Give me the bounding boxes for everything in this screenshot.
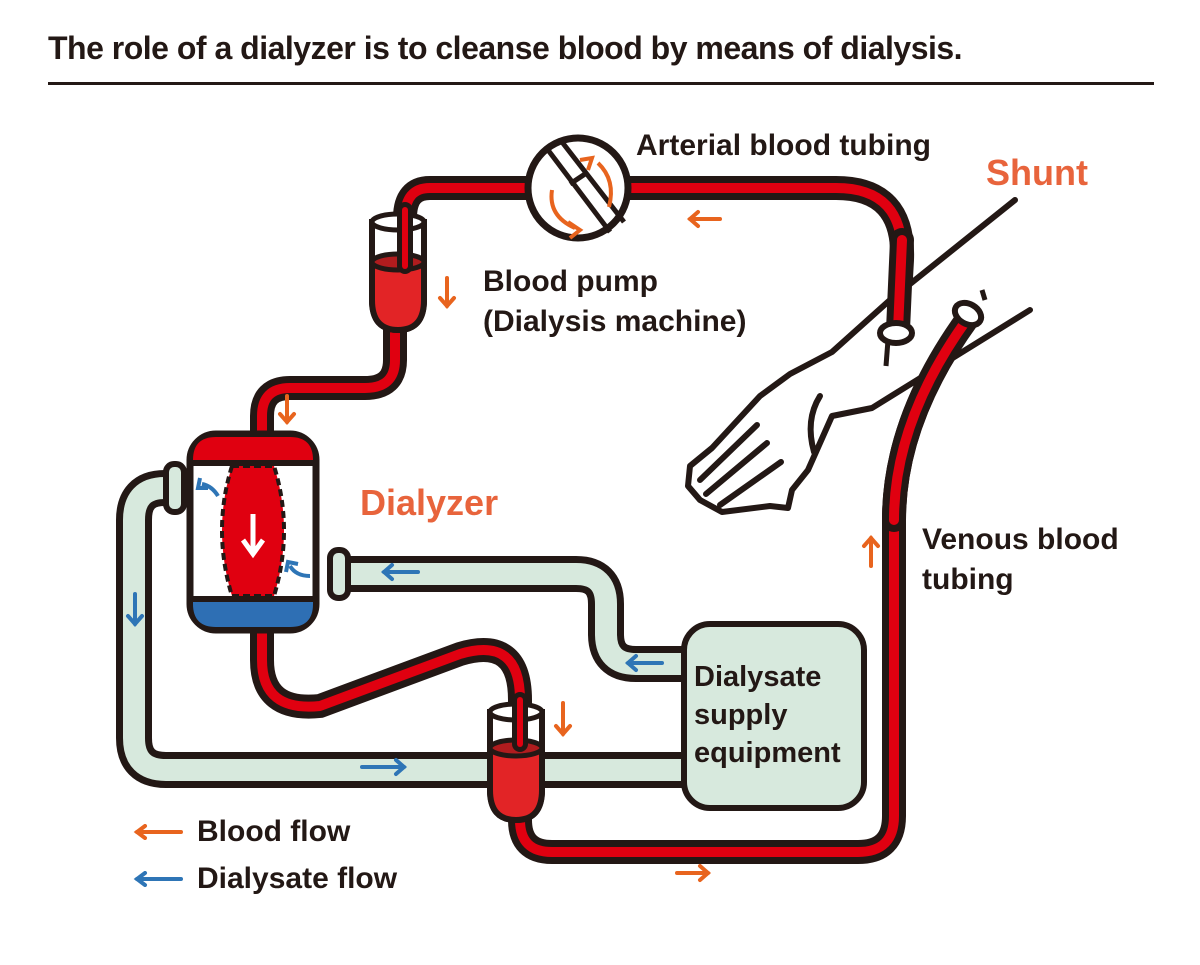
arrow-down-icon	[126, 592, 144, 628]
dialysate-flow-arrows	[126, 563, 664, 776]
arrow-right-icon	[360, 758, 408, 776]
finger-line	[703, 440, 770, 497]
arterial-needle	[877, 320, 915, 367]
dialysate-connector-top	[163, 461, 187, 515]
label-supply-line3: equipment	[694, 737, 841, 769]
arrow-left-icon	[133, 871, 183, 887]
finger-line	[697, 422, 760, 483]
label-arterial-tubing: Arterial blood tubing	[636, 129, 931, 162]
arrow-up-icon	[862, 534, 880, 568]
label-venous-line1: Venous blood	[922, 523, 1119, 556]
arrow-left-icon	[686, 210, 722, 228]
pump-rotation-arrow	[566, 220, 584, 240]
legend-item-blood-flow: Blood flow	[133, 815, 350, 849]
dialysate-tubing	[116, 461, 692, 788]
legend-item-dialysate-flow: Dialysate flow	[133, 862, 397, 896]
label-venous-tubing: Venous blood tubing	[922, 520, 1119, 600]
label-venous-line2: tubing	[922, 563, 1014, 596]
label-dialysate-supply: Dialysate supply equipment	[694, 658, 841, 772]
label-dialyzer: Dialyzer	[360, 482, 499, 523]
label-supply-line1: Dialysate	[694, 661, 822, 693]
venous-needle	[951, 289, 988, 329]
patient-arm	[685, 197, 1033, 515]
dialyzer	[186, 430, 320, 634]
arrow-left-icon	[380, 563, 420, 581]
arrow-right-icon	[675, 864, 712, 882]
label-blood-pump: Blood pump (Dialysis machine)	[483, 262, 746, 342]
dialysate-connector-bottom	[327, 547, 351, 601]
venous-drip-chamber	[487, 692, 545, 824]
arterial-drip-chamber	[369, 202, 427, 334]
label-shunt: Shunt	[986, 152, 1088, 193]
page-title: The role of a dialyzer is to cleanse blo…	[48, 30, 963, 66]
legend-label: Dialysate flow	[197, 862, 398, 895]
finger-line	[717, 459, 784, 508]
pump-rotation-arrow	[579, 155, 595, 171]
arrow-left-icon	[133, 824, 183, 840]
arrow-down-icon	[438, 276, 456, 310]
title-underline	[48, 82, 1154, 85]
label-blood-pump-line1: Blood pump	[483, 265, 658, 298]
label-supply-line2: supply	[694, 699, 788, 731]
dialysate-flow-arrow	[201, 482, 220, 498]
blood-pump	[524, 134, 632, 242]
arrow-down-icon	[554, 701, 572, 738]
legend-label: Blood flow	[197, 815, 351, 848]
arrow-down-icon	[278, 394, 296, 426]
label-blood-pump-line2: (Dialysis machine)	[483, 305, 747, 338]
blood-flow-arrows	[278, 210, 880, 882]
thumb-line	[807, 393, 823, 455]
dialysate-supply-equipment	[681, 621, 867, 811]
arrow-left-icon	[624, 654, 664, 672]
dialysate-flow-arrow	[288, 564, 311, 578]
